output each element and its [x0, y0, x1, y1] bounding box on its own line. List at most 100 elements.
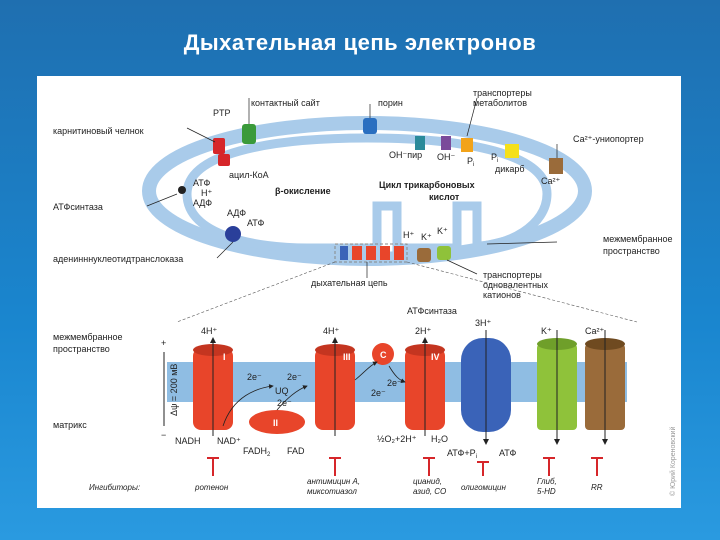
rc-2 — [352, 246, 362, 260]
label-monovalent-2: одновалентных — [483, 280, 549, 290]
label-inh-antimycin-1: антимицин А, — [307, 477, 360, 486]
atp-synthase-small — [178, 186, 186, 194]
inhibitor-markers — [207, 457, 603, 476]
label-e-5: 2e⁻ — [371, 388, 386, 398]
label-matrix: матрикс — [53, 420, 87, 430]
label-nadh: NADH — [175, 436, 201, 446]
label-e-4: 2e⁻ — [387, 378, 402, 388]
label-resp-chain: дыхательная цепь — [311, 278, 388, 288]
k-transporter-1 — [417, 248, 431, 262]
cytochrome-c — [372, 343, 394, 365]
label-k-2: K⁺ — [437, 226, 448, 236]
label-atp-in: АТФ — [193, 178, 210, 188]
label-pi-1: Pi — [467, 156, 474, 168]
label-ca-inside: Ca²⁺ — [541, 176, 561, 186]
label-dicarb: дикарб — [495, 164, 525, 174]
label-atp-out: АТФ — [499, 448, 516, 458]
complex-ii — [249, 410, 305, 434]
label-delta-psi: Δψ = 200 мВ — [169, 364, 179, 416]
label-h-in: H⁺ — [201, 188, 212, 198]
label-fadh2: FADH2 — [243, 446, 271, 458]
label-monovalent-3: катионов — [483, 290, 521, 300]
label-ca-uniporter: Са²⁺-униопортер — [573, 134, 644, 144]
label-ca: Ca²⁺ — [585, 326, 605, 336]
rc-4 — [380, 246, 390, 260]
label-nad: NAD⁺ — [217, 436, 241, 446]
label-e-2: 2e⁻ — [287, 372, 302, 382]
label-adp-2: АДФ — [227, 208, 246, 218]
label-carnitine-shuttle: карнитиновый челнок — [53, 126, 144, 136]
label-adp-in: АДФ — [193, 198, 212, 208]
ant-protein — [225, 226, 241, 242]
label-oh: OH⁻ — [437, 152, 456, 162]
label-inh-oligomycin: олигомицин — [461, 483, 506, 492]
label-inh-glib-2: 5-HD — [537, 487, 556, 496]
inner-membrane — [182, 133, 552, 253]
diagram-panel: PTP контактный сайт порин транспортеры м… — [37, 76, 681, 508]
label-intermembrane-2: пространство — [603, 246, 660, 256]
transporter-dicarb — [505, 144, 519, 158]
label-atp-2: АТФ — [247, 218, 264, 228]
label-inh-cyanide-2: азид, СО — [413, 487, 446, 496]
label-e-3: 2e⁻ — [277, 398, 292, 408]
label-k: K⁺ — [541, 326, 552, 336]
label-atp-pi: АТФ+Pi — [447, 448, 477, 460]
label-ptp: PTP — [213, 108, 231, 118]
label-atp-synthase-top: АТФсинтаза — [53, 202, 103, 212]
copyright-text: © Юрий Кореновский — [669, 427, 677, 496]
flux-arrows — [210, 330, 608, 445]
label-cyt-c: C — [380, 350, 387, 360]
carnitine-shuttle-protein — [213, 138, 225, 154]
ca-uniporter-protein — [549, 158, 563, 174]
resp-chain-box — [334, 243, 408, 263]
label-inh-rr: RR — [591, 483, 603, 492]
label-oh-pyr: OH⁻пир — [389, 150, 422, 160]
label-atp-synthase-chain: АТФсинтаза — [407, 306, 457, 316]
label-chain-intermembrane-2: пространство — [53, 344, 110, 354]
label-inh-cyanide-1: цианид, — [413, 477, 442, 486]
label-metabolite-transporters-1: транспортеры — [473, 88, 532, 98]
label-h2o: H₂O — [431, 434, 448, 444]
carnitine-shuttle-protein-2 — [218, 154, 230, 166]
rc-5 — [394, 246, 404, 260]
label-contact-site: контактный сайт — [251, 98, 320, 108]
label-k-1: K⁺ — [421, 232, 432, 242]
diagram-svg: PTP контактный сайт порин транспортеры м… — [53, 88, 677, 496]
label-h3: 3H⁺ — [475, 318, 492, 328]
k-transporter-2 — [437, 246, 451, 260]
leader-lines — [146, 97, 558, 278]
rc-1 — [340, 246, 348, 260]
label-acyl-coa: ацил-КоА — [229, 170, 269, 180]
label-inh-rotenone: ротенон — [194, 483, 229, 492]
label-monovalent-1: транспортеры — [483, 270, 542, 280]
label-h4-1: 4H⁺ — [201, 326, 218, 336]
label-inhibitors: Ингибиторы: — [89, 483, 140, 492]
zoom-lines — [176, 261, 638, 323]
label-h4-2: 4H⁺ — [323, 326, 340, 336]
label-porin: порин — [378, 98, 403, 108]
label-fad: FAD — [287, 446, 305, 456]
label-inh-antimycin-2: миксотиазол — [307, 487, 357, 496]
label-chain-intermembrane-1: межмембранное — [53, 332, 123, 342]
transporter-oh — [441, 136, 451, 150]
label-e-1: 2e⁻ — [247, 372, 262, 382]
label-tca-2: кислот — [429, 192, 460, 202]
label-complex-ii: II — [273, 418, 278, 428]
label-pi-2: Pi — [491, 152, 498, 164]
transporter-pyr — [415, 136, 425, 150]
label-beta-oxidation: β-окисление — [275, 186, 331, 196]
label-plus: + — [161, 338, 166, 348]
label-uq: UQ — [275, 386, 289, 396]
electron-arrows — [222, 361, 406, 427]
label-o2: ½O₂+2H⁺ — [377, 434, 417, 444]
label-h-plus: H⁺ — [403, 230, 414, 240]
label-complex-i: I — [223, 352, 226, 362]
label-h2: 2H⁺ — [415, 326, 432, 336]
label-minus: − — [161, 430, 166, 440]
transporter-pi — [461, 138, 473, 152]
contact-site-protein — [242, 124, 256, 144]
label-complex-iii: III — [343, 352, 351, 362]
label-intermembrane-1: межмембранное — [603, 234, 673, 244]
label-metabolite-transporters-2: метаболитов — [473, 98, 527, 108]
rc-3 — [366, 246, 376, 260]
